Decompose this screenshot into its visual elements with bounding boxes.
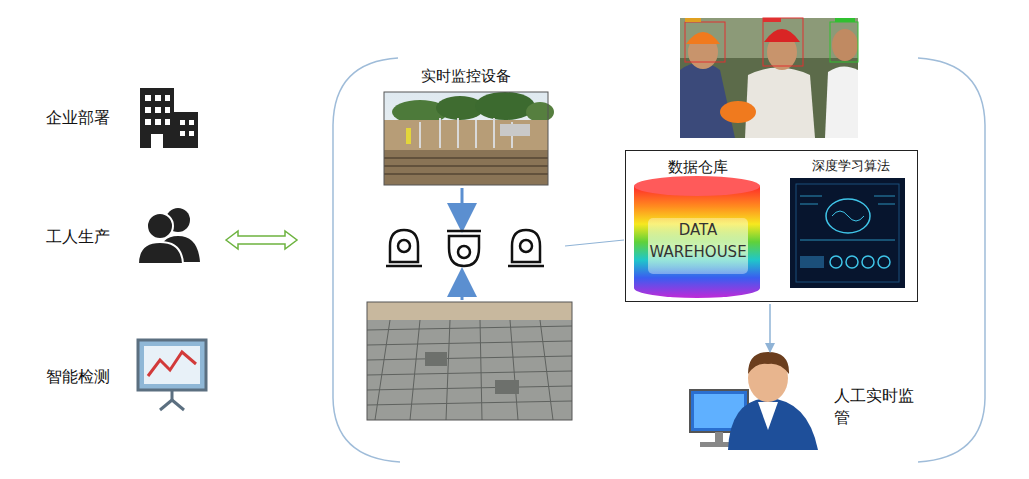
- panel-heading: 数据仓库: [656, 157, 740, 177]
- diagram-node: 人工实时监管: [690, 352, 924, 452]
- operator-figure: [690, 352, 818, 450]
- feed-arrow: [461, 188, 464, 218]
- text-label: 智能检测: [46, 366, 136, 388]
- rebar-photo: [367, 302, 572, 420]
- connector-arrow: [769, 304, 771, 352]
- double-arrow: [226, 231, 297, 249]
- diagram-node: 实时监控设备: [384, 66, 552, 186]
- panel-heading: 实时监控设备: [384, 66, 548, 86]
- panel-heading: 深度学习算法: [791, 157, 911, 175]
- feed-arrow: [461, 282, 464, 300]
- building-icon: [140, 88, 198, 148]
- camera-icon: [386, 230, 544, 266]
- diagram-node: 数据仓库 DATA WAREHOUSE 深度学习算法: [625, 150, 918, 302]
- ai-image: [790, 178, 905, 288]
- link-line: [565, 240, 624, 246]
- cylinder-label: DATA WAREHOUSE: [646, 220, 750, 264]
- site-photo: [384, 92, 554, 185]
- workers-photo: [680, 18, 858, 138]
- role-label: 人工实时监管: [834, 385, 920, 428]
- chart-icon: [138, 340, 206, 410]
- text-label: 工人生产: [46, 226, 136, 248]
- text-label: 企业部署: [46, 107, 136, 129]
- people-icon: [138, 208, 200, 264]
- region-bracket: [918, 58, 985, 462]
- database-cylinder: [634, 176, 760, 298]
